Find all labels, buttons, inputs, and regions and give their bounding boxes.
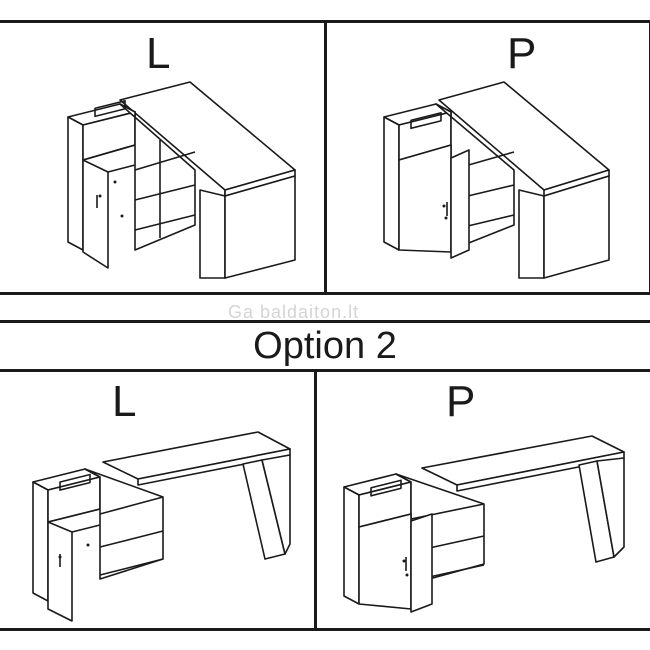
top-right-label: P: [507, 29, 537, 78]
desk-illustration-bottom-left: [32, 431, 291, 622]
top-left-label: L: [146, 29, 171, 78]
option-banner-text: Option 2: [253, 324, 397, 367]
desk-illustration-top-left: [67, 81, 296, 279]
bottom-left-label: L: [112, 377, 137, 426]
desk-illustration-top-right: [383, 81, 610, 279]
watermark: Ga baldaiton.lt: [228, 302, 360, 322]
bottom-right-label: P: [446, 377, 476, 426]
option-banner: Option 2: [0, 320, 650, 372]
desk-illustration-bottom-right: [343, 435, 625, 613]
